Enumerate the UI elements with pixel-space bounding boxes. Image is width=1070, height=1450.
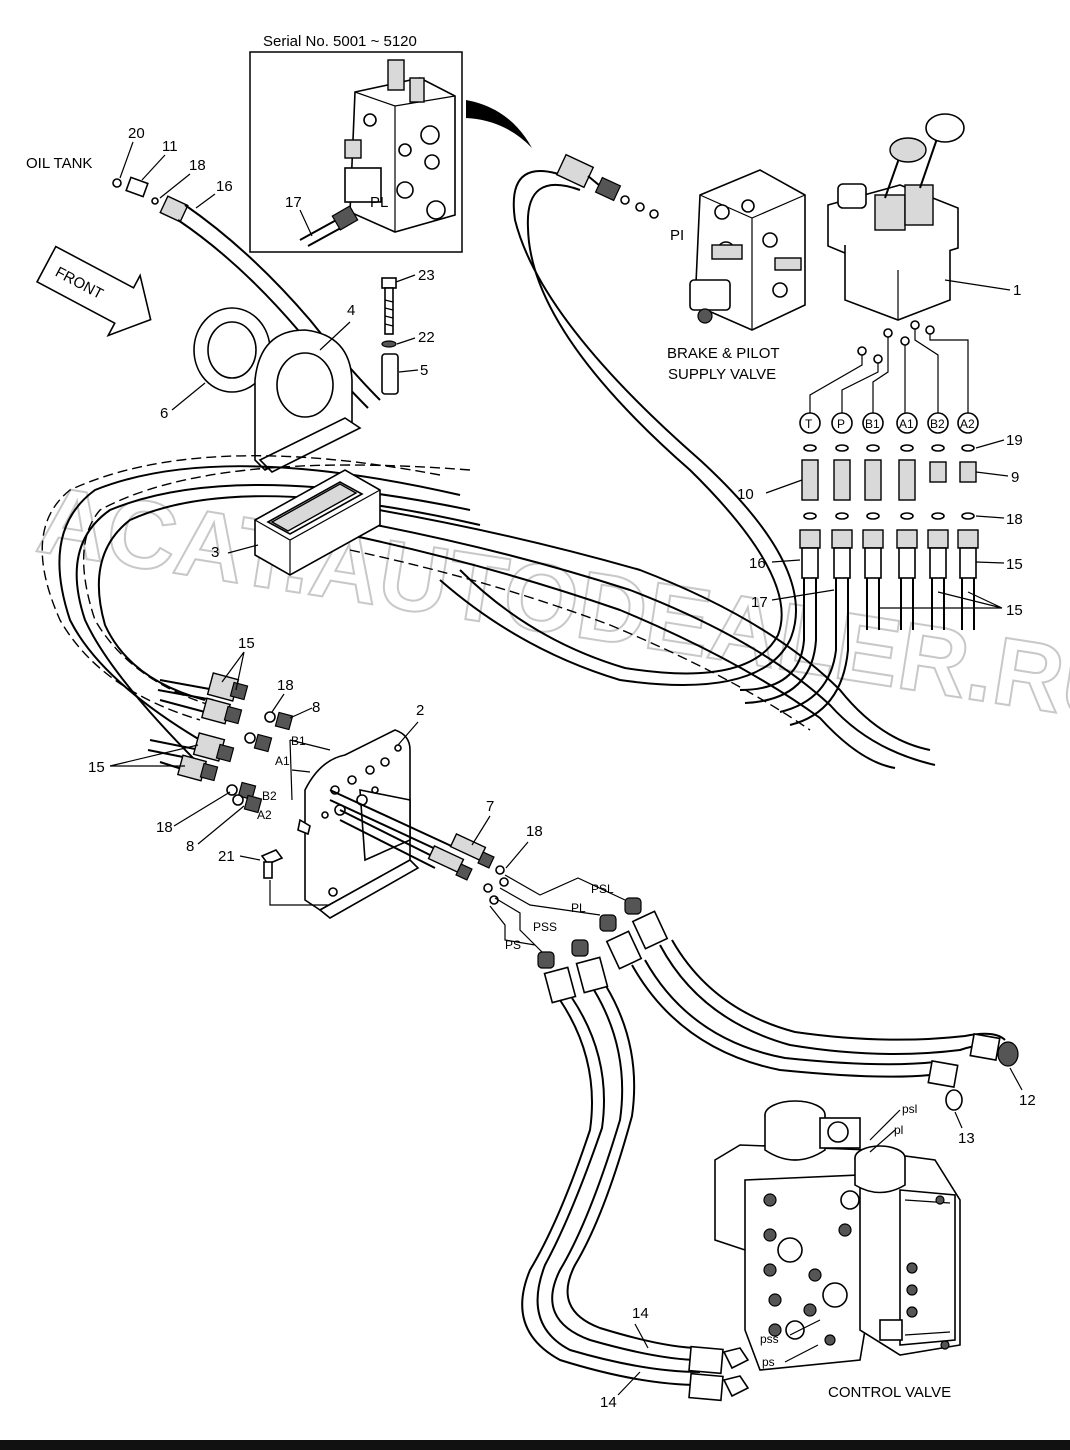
part-number-3: 3: [211, 544, 219, 561]
part-number-4: 4: [347, 302, 355, 319]
part-number-12: 12: [1019, 1092, 1036, 1109]
plate-port-b2: B2: [262, 789, 277, 803]
label-brake-valve-1: BRAKE & PILOT: [667, 345, 780, 362]
part-number-18-tank: 18: [189, 157, 206, 174]
label-pl-inset: PL: [370, 194, 388, 211]
valve-port-psl: psl: [902, 1102, 917, 1116]
port-a1: A1: [899, 417, 914, 431]
part-number-17-inset: 17: [285, 194, 302, 211]
part-number-8-upper: 8: [312, 699, 320, 716]
inset-title: Serial No. 5001 ~ 5120: [263, 33, 417, 50]
port-a2: A2: [960, 417, 975, 431]
plate-port-pl: PL: [571, 901, 586, 915]
part-number-15-lines: 15: [1006, 602, 1023, 619]
part-number-22: 22: [418, 329, 435, 346]
bottom-bar: [0, 1440, 1070, 1450]
port-circle-a1: [896, 412, 918, 434]
port-b1: B1: [865, 417, 880, 431]
part-number-23: 23: [418, 267, 435, 284]
mounting-plate: 2 21: [218, 702, 424, 919]
part-number-14-upper: 14: [632, 1305, 649, 1322]
valve-port-pss: pss: [760, 1332, 779, 1346]
port-fittings: T P B1 A1 B2 A2: [737, 412, 1023, 726]
label-control-valve: CONTROL VALVE: [828, 1384, 951, 1401]
part-number-7: 7: [486, 798, 494, 815]
part-number-6: 6: [160, 405, 168, 422]
port-p: P: [837, 417, 845, 431]
port-circle-a2: [957, 412, 979, 434]
part-number-8-lower: 8: [186, 838, 194, 855]
part-number-18-middle: 18: [526, 823, 543, 840]
port-circle-t: [799, 412, 821, 434]
part-number-20: 20: [128, 125, 145, 142]
plate-port-pss: PSS: [533, 920, 557, 934]
plate-port-psl: PSL: [591, 882, 614, 896]
port-circle-p: [831, 412, 853, 434]
brake-valve-hose: [439, 153, 797, 686]
plate-port-a2: A2: [257, 808, 272, 822]
port-t: T: [805, 417, 813, 431]
brake-pilot-supply-valve: PI BRAKE & PILOT SUPPLY VALVE: [667, 169, 806, 383]
part-number-14-lower: 14: [600, 1394, 617, 1411]
part-number-1: 1: [1013, 282, 1021, 299]
part-number-21: 21: [218, 848, 235, 865]
part-number-15-right: 15: [1006, 556, 1023, 573]
part-number-13: 13: [958, 1130, 975, 1147]
valve-port-pl: pl: [894, 1123, 903, 1137]
part-number-15-lower: 15: [88, 759, 105, 776]
hose-bundle: 3: [41, 455, 936, 769]
part-number-15-upper: 15: [238, 635, 255, 652]
control-valve: psl pl pss ps CONTROL VALVE: [714, 1100, 961, 1401]
label-brake-valve-2: SUPPLY VALVE: [668, 366, 776, 383]
port-b2: B2: [930, 417, 945, 431]
pilot-joystick: 1: [827, 113, 1021, 321]
part-number-18-right: 18: [1006, 511, 1023, 528]
watermark: ACAT.AUTODEALER.RU: [31, 466, 1070, 745]
part-number-11: 11: [162, 138, 178, 155]
label-oil-tank: OIL TANK: [26, 155, 92, 172]
part-number-10: 10: [737, 486, 754, 503]
part-number-18-upper: 18: [277, 677, 294, 694]
part-number-16-tank: 16: [216, 178, 233, 195]
plate-port-ps: PS: [505, 938, 521, 952]
label-pi: PI: [670, 227, 684, 244]
pilot-leaders: [809, 320, 969, 413]
hose-bracket: 6 4 23 22 5: [160, 267, 435, 473]
plate-port-a1: A1: [275, 754, 290, 768]
callout-arrow: [466, 100, 532, 148]
left-hose-ends: 15 18 8 15 18 8 B1 A1 B2 A2: [88, 635, 331, 855]
front-arrow: FRONT: [35, 245, 152, 338]
part-number-2: 2: [416, 702, 424, 719]
inset-box: Serial No. 5001 ~ 5120 PL 17: [249, 33, 463, 253]
pilot-hoses: 12 13 14 14: [521, 897, 1036, 1411]
part-number-9: 9: [1011, 469, 1019, 486]
port-circle-b1: [862, 412, 884, 434]
part-number-17-right: 17: [751, 594, 768, 611]
part-number-18-lower: 18: [156, 819, 173, 836]
plate-tubes: 7 18 PSL PL PSS PS: [329, 789, 626, 956]
part-number-5: 5: [420, 362, 428, 379]
valve-port-ps: ps: [762, 1355, 775, 1369]
plate-port-b1: B1: [291, 734, 306, 748]
port-circle-b2: [927, 412, 949, 434]
part-number-19: 19: [1006, 432, 1023, 449]
part-number-16-right: 16: [749, 555, 766, 572]
